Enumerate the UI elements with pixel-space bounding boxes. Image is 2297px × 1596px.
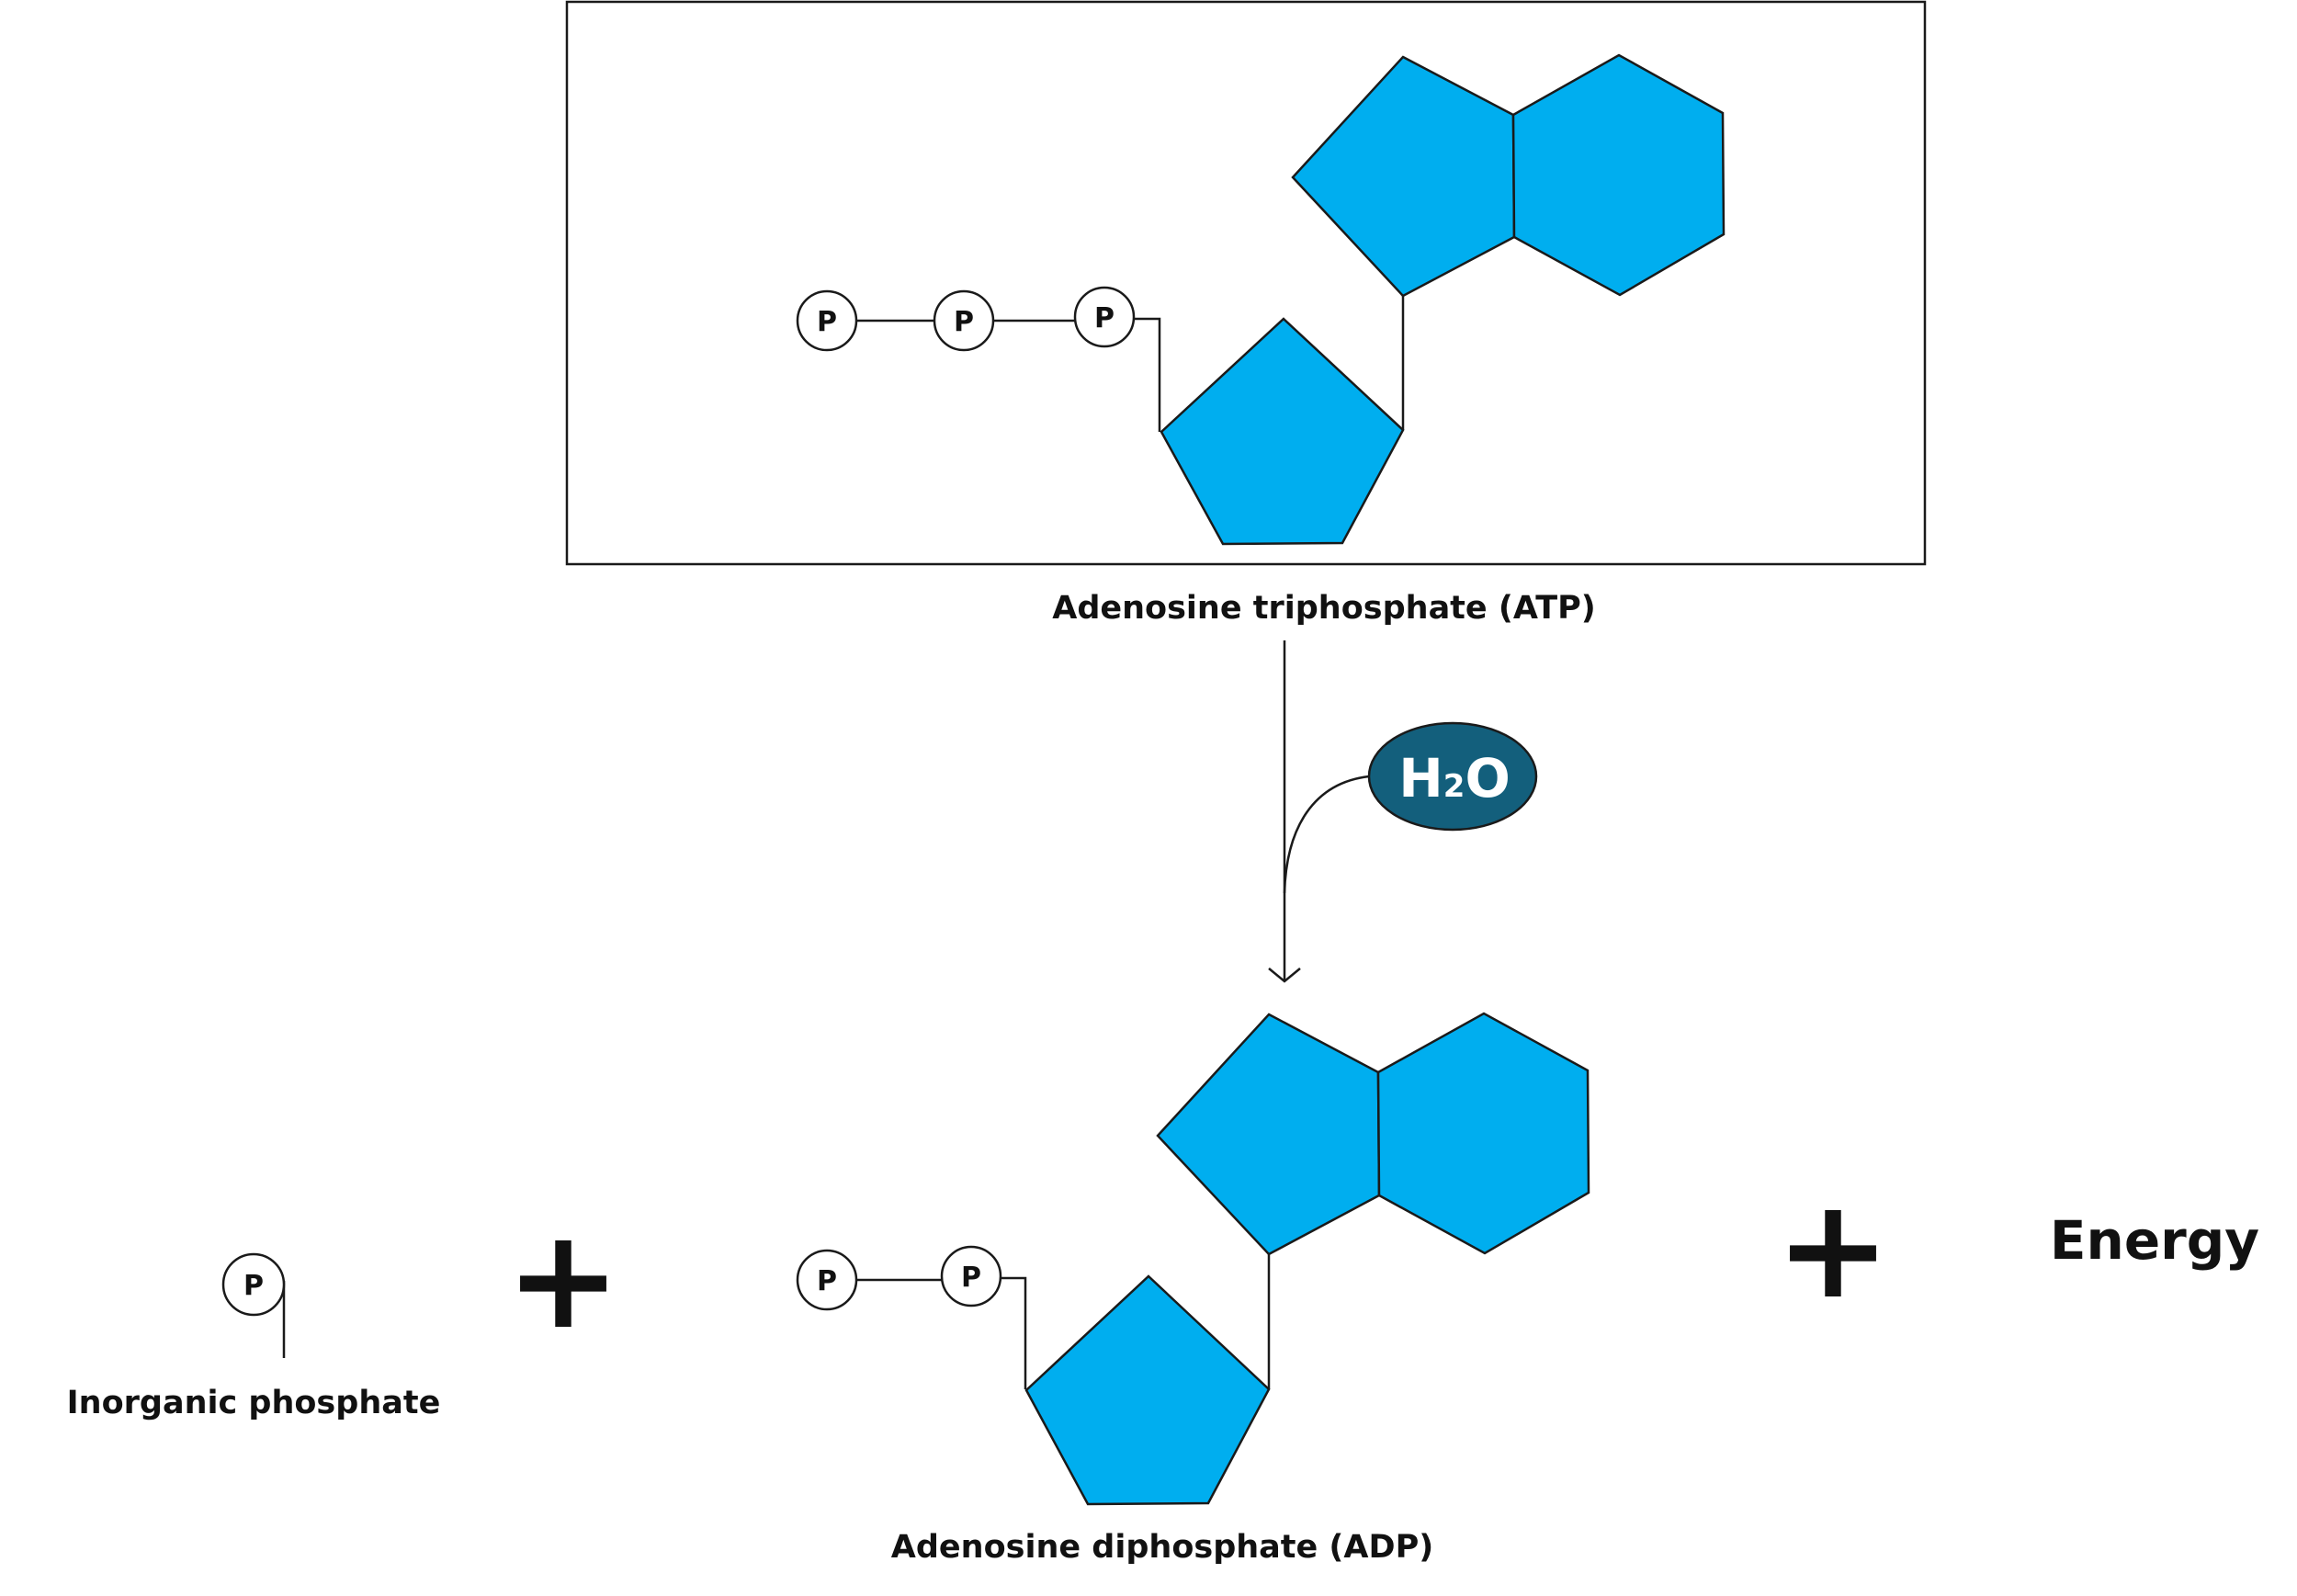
adp-adenine-pentagon (1156, 1013, 1381, 1256)
adp-label: Adenosine diphosphate (ADP) (891, 1529, 1433, 1566)
adp-phosphate-1-label: P (817, 1265, 837, 1297)
energy-label: Energy (2050, 1209, 2259, 1272)
adp-phosphate-1: P (796, 1249, 858, 1311)
water-molecule: H2O (1367, 721, 1538, 832)
adp-phosphate-sugar-bond (1000, 1276, 1027, 1389)
atp-adenine-pentagon (1291, 55, 1516, 298)
adp-adenine-hexagon (1376, 1012, 1590, 1255)
atp-label: Adenosine triphosphate (ATP) (1052, 590, 1595, 627)
adp-phosphate-2: P (940, 1245, 1002, 1307)
atp-phosphate-3: P (1073, 286, 1136, 348)
water-oxygen: O (1465, 747, 1510, 809)
water-formula: H2O (1398, 747, 1511, 809)
adp-group: P P Adenosine diphosphate (ADP) (796, 1012, 1590, 1566)
water-hydrogen: H (1398, 747, 1443, 809)
atp-phosphate-2: P (933, 289, 995, 352)
atp-phosphate-1: P (796, 289, 858, 352)
inorganic-phosphate-circle (221, 1252, 286, 1317)
atp-phosphate-sugar-bond (1134, 317, 1161, 432)
inorganic-phosphate-group: P Inorganic phosphate (67, 1252, 441, 1421)
adp-phosphate-2-label: P (961, 1262, 981, 1294)
atp-adenine-hexagon (1511, 53, 1726, 297)
reaction-arrow (1268, 640, 1370, 983)
atp-phosphate-3-label: P (1094, 302, 1115, 334)
atp-group: P P P Adenosine triphosphate (ATP) (565, 0, 1927, 627)
atp-phosphate-1-label: P (817, 306, 837, 338)
inorganic-phosphate-symbol: P (243, 1270, 264, 1302)
water-ellipse (1367, 721, 1538, 832)
plus-sign-1: + (505, 1200, 621, 1360)
atp-frame (565, 0, 1927, 566)
atp-ribose-pentagon (1160, 317, 1405, 546)
water-connector-curve (1283, 775, 1370, 894)
inorganic-phosphate-label: Inorganic phosphate (67, 1385, 441, 1421)
plus-sign-2: + (1775, 1170, 1891, 1330)
adp-ribose-pentagon (1024, 1274, 1271, 1506)
reaction-arrowhead (1268, 968, 1301, 983)
water-subscript: 2 (1443, 768, 1465, 805)
atp-phosphate-2-label: P (954, 306, 974, 338)
